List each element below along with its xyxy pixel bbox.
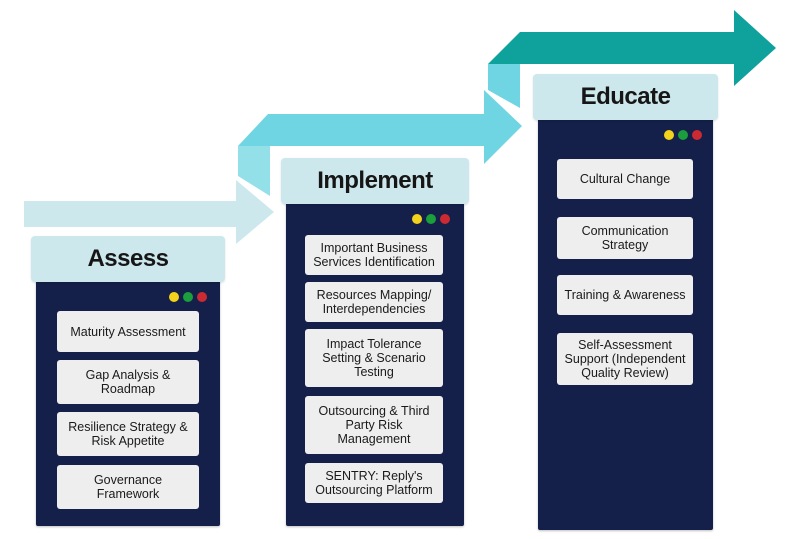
implement-item: Resources Mapping/ Interdependencies bbox=[305, 282, 443, 322]
green-dot-icon bbox=[426, 214, 436, 224]
implement-item: Important Business Services Identificati… bbox=[305, 235, 443, 275]
educate-item: Self-Assessment Support (Independent Qua… bbox=[557, 333, 693, 385]
assess-item: Governance Framework bbox=[57, 465, 199, 509]
red-dot-icon bbox=[692, 130, 702, 140]
educate-item: Communication Strategy bbox=[557, 217, 693, 259]
arrow-3-riser bbox=[488, 64, 520, 108]
assess-window-controls bbox=[169, 292, 207, 302]
yellow-dot-icon bbox=[412, 214, 422, 224]
assess-item: Gap Analysis & Roadmap bbox=[57, 360, 199, 404]
green-dot-icon bbox=[678, 130, 688, 140]
implement-window-controls bbox=[412, 214, 450, 224]
implement-item: Outsourcing & Third Party Risk Managemen… bbox=[305, 396, 443, 454]
arrow-2-head bbox=[484, 90, 522, 164]
arrow-1-shaft bbox=[24, 201, 238, 227]
implement-item: SENTRY: Reply's Outsourcing Platform bbox=[305, 463, 443, 503]
yellow-dot-icon bbox=[664, 130, 674, 140]
educate-item: Training & Awareness bbox=[557, 275, 693, 315]
arrow-2-riser bbox=[238, 146, 270, 196]
arrow-3-shaft bbox=[488, 32, 738, 64]
educate-header: Educate bbox=[533, 74, 718, 120]
assess-item: Resilience Strategy & Risk Appetite bbox=[57, 412, 199, 456]
arrow-2-shaft bbox=[238, 114, 488, 146]
assess-title: Assess bbox=[87, 245, 169, 272]
arrow-3-head bbox=[734, 10, 776, 86]
red-dot-icon bbox=[197, 292, 207, 302]
arrow-1-head bbox=[236, 180, 274, 244]
implement-title: Implement bbox=[317, 167, 433, 194]
implement-header: Implement bbox=[281, 158, 469, 204]
educate-item: Cultural Change bbox=[557, 159, 693, 199]
educate-window-controls bbox=[664, 130, 702, 140]
assess-header: Assess bbox=[31, 236, 225, 282]
red-dot-icon bbox=[440, 214, 450, 224]
assess-item: Maturity Assessment bbox=[57, 311, 199, 352]
educate-title: Educate bbox=[580, 83, 671, 110]
implement-item: Impact Tolerance Setting & Scenario Test… bbox=[305, 329, 443, 387]
yellow-dot-icon bbox=[169, 292, 179, 302]
green-dot-icon bbox=[183, 292, 193, 302]
